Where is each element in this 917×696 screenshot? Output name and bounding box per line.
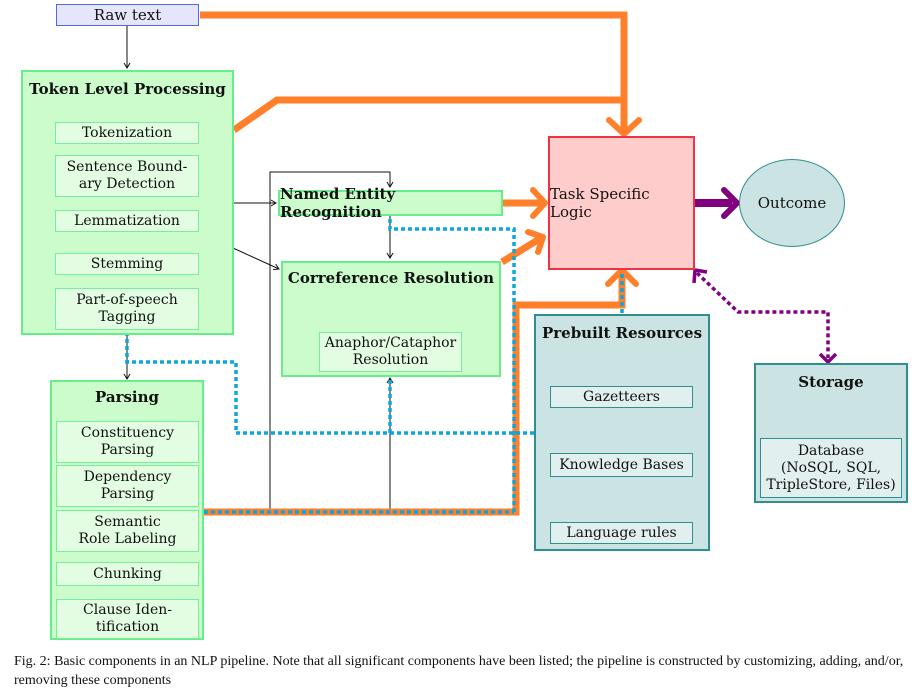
storage-item-database: Database (NoSQL, SQL, TripleStore, Files… (760, 438, 902, 498)
prebuilt-item-label: Knowledge Bases (559, 456, 684, 473)
edge-task-logic-storage (695, 271, 830, 358)
ner-label: Named Entity Recognition (280, 185, 396, 221)
edge-prebuilt-to-token (125, 335, 534, 435)
arrowhead-coref-task-logic (525, 229, 546, 255)
token-item-label: Part-of-speech Tagging (76, 292, 178, 325)
edge-prebuilt-to-ner (388, 216, 516, 512)
storage-title: Storage (798, 373, 864, 391)
prebuilt-item-language-rules: Language rules (550, 522, 693, 544)
named-entity-recognition-node: Named Entity Recognition (278, 185, 503, 221)
edge-parsing-to-task-logic (204, 272, 626, 516)
coreference-title: Correference Resolution (287, 269, 495, 287)
raw-text-node: Raw text (56, 4, 199, 26)
arrowhead-outcome (721, 187, 740, 219)
coref-item-anaphor: Anaphor/Cataphor Resolution (319, 332, 462, 372)
figure-caption: Fig. 2: Basic components in an NLP pipel… (14, 654, 904, 688)
prebuilt-resources-group: Prebuilt Resources (534, 314, 710, 551)
token-item-tokenization: Tokenization (55, 122, 199, 144)
token-item-lemmatization: Lemmatization (55, 210, 199, 232)
prebuilt-item-label: Language rules (566, 524, 677, 541)
edge-token-to-task-logic (231, 96, 624, 133)
edge-token-to-coref (232, 247, 280, 271)
token-item-pos-tagging: Part-of-speech Tagging (55, 288, 199, 330)
arrowhead-task-logic-purple (692, 267, 708, 284)
raw-text-label: Raw text (93, 6, 162, 24)
parsing-item-label: Clause Iden- tification (83, 602, 172, 635)
token-item-sentence-boundary: Sentence Bound- ary Detection (55, 155, 199, 197)
parsing-item-clause-identification: Clause Iden- tification (56, 599, 199, 639)
prebuilt-item-label: Gazetteers (583, 388, 660, 405)
parsing-item-label: Semantic Role Labeling (78, 514, 177, 547)
arrowhead-ner-task-logic (530, 187, 548, 219)
token-item-stemming: Stemming (55, 253, 199, 275)
token-item-label: Lemmatization (74, 212, 180, 229)
parsing-item-srl: Semantic Role Labeling (56, 510, 199, 552)
token-item-label: Tokenization (81, 124, 173, 141)
edge-coref-to-task-logic (500, 235, 543, 265)
parsing-title: Parsing (94, 388, 160, 406)
storage-item-label: Database (NoSQL, SQL, TripleStore, Files… (766, 442, 896, 493)
parsing-item-label: Dependency Parsing (83, 469, 172, 502)
prebuilt-item-gazetteers: Gazetteers (550, 386, 693, 408)
token-item-label: Sentence Bound- ary Detection (66, 159, 188, 192)
task-specific-logic-node: Task Specific Logic (548, 136, 695, 270)
arrowhead-bottom-task-logic (605, 267, 639, 287)
task-logic-label: Task Specific Logic (550, 185, 650, 221)
prebuilt-title: Prebuilt Resources (541, 324, 703, 342)
token-level-title: Token Level Processing (29, 80, 226, 98)
edge-raw-to-task-logic (200, 11, 628, 130)
outcome-node: Outcome (739, 159, 845, 247)
arrowhead-top-task-logic (606, 117, 642, 137)
coref-item-label: Anaphor/Cataphor Resolution (324, 335, 457, 368)
parsing-item-label: Constituency Parsing (80, 425, 175, 458)
edge-parsing-to-ner (269, 171, 394, 512)
parsing-item-constituency: Constituency Parsing (56, 421, 199, 463)
arrowhead-storage (818, 352, 838, 365)
parsing-item-label: Chunking (93, 565, 162, 582)
parsing-item-dependency: Dependency Parsing (56, 465, 199, 507)
token-item-label: Stemming (90, 255, 164, 272)
prebuilt-item-knowledge-bases: Knowledge Bases (550, 453, 693, 477)
parsing-item-chunking: Chunking (56, 562, 199, 586)
outcome-label: Outcome (757, 194, 827, 212)
